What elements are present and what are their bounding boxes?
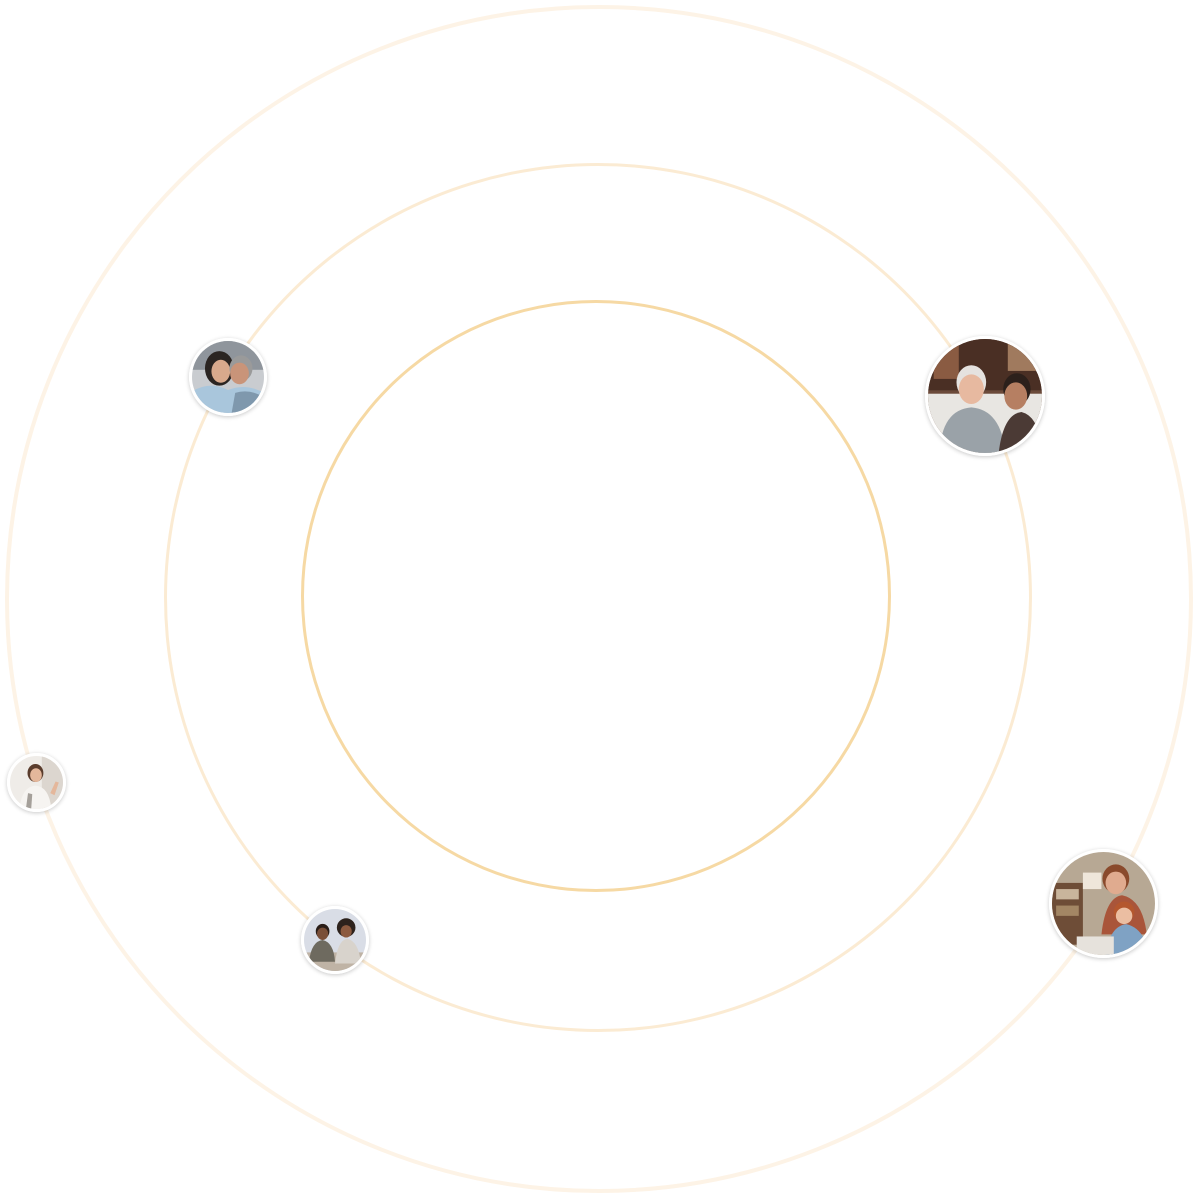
person-photo-icon xyxy=(10,756,63,809)
family-photo-icon xyxy=(1052,852,1155,955)
couple-photo-icon xyxy=(192,341,264,413)
elder-couple-avatar xyxy=(925,336,1045,456)
couple-talking-avatar xyxy=(301,906,369,974)
couple-hug-avatar xyxy=(189,338,267,416)
inner-orbit-ring xyxy=(301,300,891,892)
middle-orbit-ring xyxy=(164,163,1032,1032)
woman-waving-avatar xyxy=(7,753,66,812)
mother-child-avatar xyxy=(1049,849,1158,958)
couple-photo-icon xyxy=(928,339,1042,453)
outer-orbit-ring xyxy=(5,5,1193,1193)
couple-photo-icon xyxy=(304,909,366,971)
